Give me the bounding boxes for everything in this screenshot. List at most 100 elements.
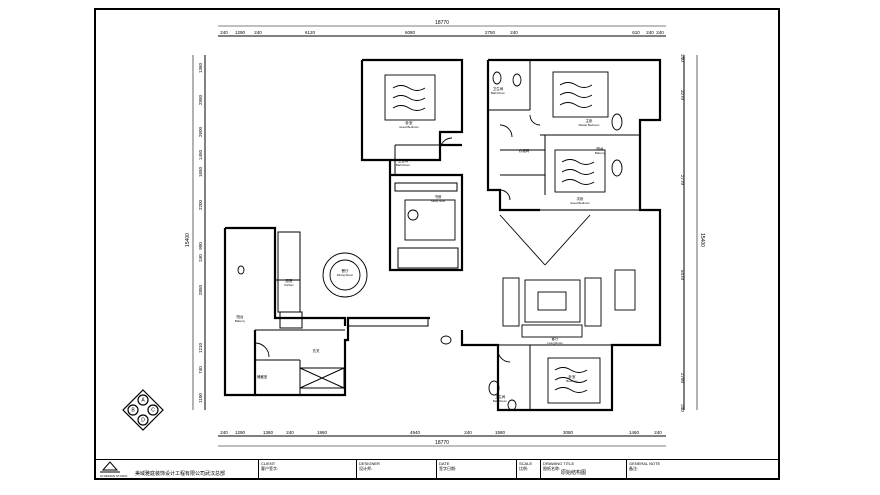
title-block: CLIENT 客户签字: DESIGNER 设计师: DATE 签字日期: SC…: [94, 459, 780, 480]
left-dim-label: 740: [198, 366, 203, 374]
left-total-dim: 15400: [185, 233, 191, 247]
room-label-storage: 储藏室: [257, 374, 268, 379]
room-label-en-bath-top: Bath Room: [491, 91, 506, 95]
date-cell: DATE 签字日期:: [436, 460, 516, 480]
room-label-living: 客厅: [552, 336, 560, 341]
room-label-entry: 玄关: [313, 348, 321, 353]
general-note-cell: GENERAL NOTE 备注:: [626, 460, 780, 480]
room-label-balcony-top: 阳台: [597, 146, 605, 151]
bottom-dim-label: 1290: [235, 430, 246, 435]
right-dim-label: 2780: [680, 373, 685, 384]
designer-label-cn: 设计师:: [359, 466, 373, 471]
top-dim-label: 240: [254, 30, 262, 35]
room-label-master-bedroom: 主卧: [586, 118, 594, 123]
room-label-en-master-bedroom: Master Bedroom: [579, 123, 600, 127]
partitions: [255, 60, 640, 410]
room-label-bedroom-top-left: 卧室: [406, 120, 414, 125]
left-dim-label: 2200: [198, 199, 203, 210]
bottom-dim-label: 240: [464, 430, 472, 435]
room-label-balcony-left: 阳台: [237, 314, 244, 319]
right-dim-label: 5470: [680, 270, 685, 281]
scale-label-en: SCALE: [519, 461, 533, 466]
drawing-title-label-cn: 图纸名称:: [543, 466, 561, 471]
compass-letter-B: B: [131, 408, 135, 414]
right-total-dim: 15400: [699, 233, 705, 247]
top-dim-label: 610: [632, 30, 640, 35]
left-dim-label: 1210: [198, 342, 203, 353]
client-cell: CLIENT 客户签字:: [258, 460, 320, 480]
compass-letter-C: C: [151, 408, 155, 414]
room-label-study: 书房: [435, 194, 443, 199]
room-label-bath-bottom: 卫生间: [495, 394, 506, 399]
room-label-bath-top: 卫生间: [493, 86, 504, 91]
room-label-en-study: Study room: [431, 199, 446, 203]
top-dim-label: 6120: [305, 30, 316, 35]
bottom-dim-label: 240: [286, 430, 294, 435]
left-dim-label: 1650: [198, 166, 203, 177]
room-label-bath-mid: 卫生间: [398, 158, 409, 163]
date-label-cn: 签字日期:: [439, 466, 457, 471]
drawing-title-label-en: DRAWING TITLE: [543, 461, 575, 466]
bottom-total-dim: 18770: [435, 440, 449, 446]
room-label-en-bath-mid: Bath Room: [396, 163, 411, 167]
top-dim-label: 6080: [405, 30, 416, 35]
client-label-en: CLIENT: [261, 461, 276, 466]
client-label-cn: 客户签字:: [261, 466, 279, 471]
top-total-dim: 18770: [435, 20, 449, 26]
bottom-dim-label: 240: [220, 430, 228, 435]
drawing-title-value: 原始结构图: [561, 470, 587, 476]
scale-label-cn: 比例:: [519, 466, 529, 471]
bottom-dim-label: 4940: [410, 430, 421, 435]
left-dim-label: 2600: [198, 126, 203, 137]
bottom-dim-label: 1360: [263, 430, 274, 435]
right-dim-label: 240: [680, 54, 685, 62]
room-label-en-bedroom-top-left: Guest Bedroom: [399, 125, 419, 129]
room-label-en-second-bedroom: Guest Bedroom: [570, 201, 590, 205]
right-dim-label: 2770: [680, 175, 685, 186]
room-label-en-kitchen: Kitchen: [284, 283, 294, 287]
right-dim-label: 240: [680, 404, 685, 412]
bottom-dim-label: 240: [654, 430, 662, 435]
bottom-dim-label: 1960: [317, 430, 328, 435]
room-label-second-bedroom: 次卧: [577, 196, 585, 201]
general-note-label-en: GENERAL NOTE: [629, 461, 661, 466]
room-label-en-balcony-top: Balcony: [595, 151, 606, 155]
room-label-dining: 餐厅: [342, 268, 350, 273]
room-label-walk-in: 衣帽间: [519, 148, 530, 153]
compass-icon: [122, 389, 164, 431]
top-dim-label: 240: [646, 30, 654, 35]
top-dim-label: 1290: [235, 30, 246, 35]
scale-cell: SCALE 比例:: [516, 460, 540, 480]
bottom-dim-label: 1460: [629, 430, 640, 435]
bottom-dim-label: 1580: [495, 430, 506, 435]
left-dim-label: 1360: [198, 62, 203, 73]
bottom-dim-label: 3080: [563, 430, 574, 435]
left-dim-label: 900: [198, 242, 203, 250]
compass-letter-A: A: [141, 398, 145, 404]
left-dim-label: 240: [198, 254, 203, 262]
room-label-en-bath-bottom: Bath Room: [493, 399, 508, 403]
room-label-en-bedroom-bottom: Bedroom: [566, 379, 578, 383]
room-label-en-balcony-left: Balcony: [235, 319, 246, 323]
logo-subtitle: AI DESIGN STUDIO: [100, 474, 128, 478]
room-label-kitchen: 厨房: [286, 278, 294, 283]
walls: [223, 58, 662, 412]
room-label-en-dining: Dining Room: [337, 273, 354, 277]
left-dim-label: 2850: [198, 284, 203, 295]
logo-icon: [100, 461, 120, 473]
general-note-label-cn: 备注:: [629, 466, 639, 471]
top-dim-label: 240: [510, 30, 518, 35]
top-dim-label: 240: [656, 30, 664, 35]
designer-label-en: DESIGNER: [359, 461, 380, 466]
left-dim-label: 1100: [198, 393, 203, 403]
date-label-en: DATE: [439, 461, 450, 466]
room-label-bedroom-bottom: 卧室: [569, 374, 577, 379]
left-dim-label: 1450: [198, 149, 203, 160]
top-dim-label: 2750: [485, 30, 496, 35]
designer-cell: DESIGNER 设计师:: [356, 460, 436, 480]
top-dim-label: 240: [220, 30, 228, 35]
drawing-frame: [94, 8, 780, 480]
left-dim-label: 2950: [198, 94, 203, 105]
drawing-title-cell: DRAWING TITLE 图纸名称: 原始结构图: [540, 460, 626, 480]
